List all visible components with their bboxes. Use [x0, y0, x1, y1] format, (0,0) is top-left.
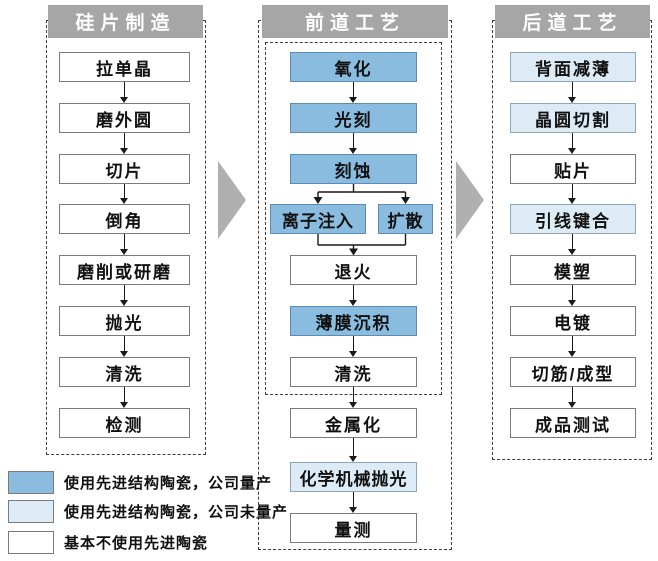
- down-arrow-icon: [568, 336, 577, 357]
- down-arrow-icon: [349, 387, 358, 408]
- flow-step: 贴片: [510, 154, 636, 184]
- flow-step: 背面减薄: [510, 52, 636, 82]
- flow-step: 磨削或研磨: [59, 255, 190, 285]
- flow-step: 拉单晶: [59, 52, 190, 82]
- down-arrow-icon: [120, 234, 129, 255]
- down-arrow-icon: [349, 82, 358, 103]
- flow-step: 化学机械抛光: [290, 462, 417, 492]
- flow-step: 离子注入: [270, 204, 366, 234]
- flow-step: 磨外圆: [59, 103, 190, 133]
- flow-step: 氧化: [290, 52, 417, 82]
- flow-step: 刻蚀: [290, 154, 417, 184]
- column-header-wafer-manufacturing: 硅片制造: [48, 5, 203, 38]
- flow-step: 扩散: [378, 204, 433, 234]
- flow-step: 量测: [290, 513, 417, 543]
- flow-step: 检测: [59, 408, 190, 438]
- down-arrow-icon: [349, 285, 358, 306]
- flow-step: 退火: [290, 255, 417, 285]
- down-arrow-icon: [568, 234, 577, 255]
- branch-connector: [313, 184, 410, 256]
- flow-step: 电镀: [510, 306, 636, 336]
- down-arrow-icon: [568, 184, 577, 204]
- flow-step: 晶圆切割: [510, 103, 636, 133]
- flow-step: 清洗: [290, 357, 417, 387]
- flow-step: 倒角: [59, 204, 190, 234]
- legend-swatch-pre-mass-production: [8, 500, 54, 523]
- down-arrow-icon: [349, 492, 358, 513]
- flow-step: 薄膜沉积: [290, 306, 417, 336]
- down-arrow-icon: [120, 82, 129, 103]
- down-arrow-icon: [120, 184, 129, 204]
- flow-step: 切筋/成型: [510, 357, 636, 387]
- down-arrow-icon: [120, 336, 129, 357]
- down-arrow-icon: [349, 336, 358, 357]
- down-arrow-icon: [349, 438, 358, 462]
- flow-step: 切片: [59, 154, 190, 184]
- column-header-back-end: 后道工艺: [495, 5, 650, 38]
- flow-step: 抛光: [59, 306, 190, 336]
- column-header-front-end: 前道工艺: [262, 5, 448, 38]
- flow-step: 模塑: [510, 255, 636, 285]
- down-arrow-icon: [120, 285, 129, 306]
- down-arrow-icon: [568, 387, 577, 408]
- flow-step: 光刻: [290, 103, 417, 133]
- down-arrow-icon: [568, 82, 577, 103]
- legend-label: 使用先进结构陶瓷，公司量产: [64, 475, 273, 492]
- down-arrow-icon: [349, 133, 358, 154]
- flow-step: 金属化: [290, 408, 417, 438]
- down-arrow-icon: [120, 387, 129, 408]
- legend-label: 使用先进结构陶瓷，公司未量产: [64, 504, 289, 521]
- down-arrow-icon: [568, 133, 577, 154]
- flow-step: 引线键合: [510, 204, 636, 234]
- legend-swatch-no-ceramic: [8, 531, 54, 554]
- legend-swatch-mass-production: [8, 471, 54, 494]
- column-transition-arrow-icon: [218, 161, 246, 239]
- legend-label: 基本不使用先进陶瓷: [64, 535, 209, 552]
- column-transition-arrow-icon: [456, 161, 484, 239]
- flow-step: 成品测试: [510, 408, 636, 438]
- flow-step: 清洗: [59, 357, 190, 387]
- down-arrow-icon: [120, 133, 129, 154]
- down-arrow-icon: [568, 285, 577, 306]
